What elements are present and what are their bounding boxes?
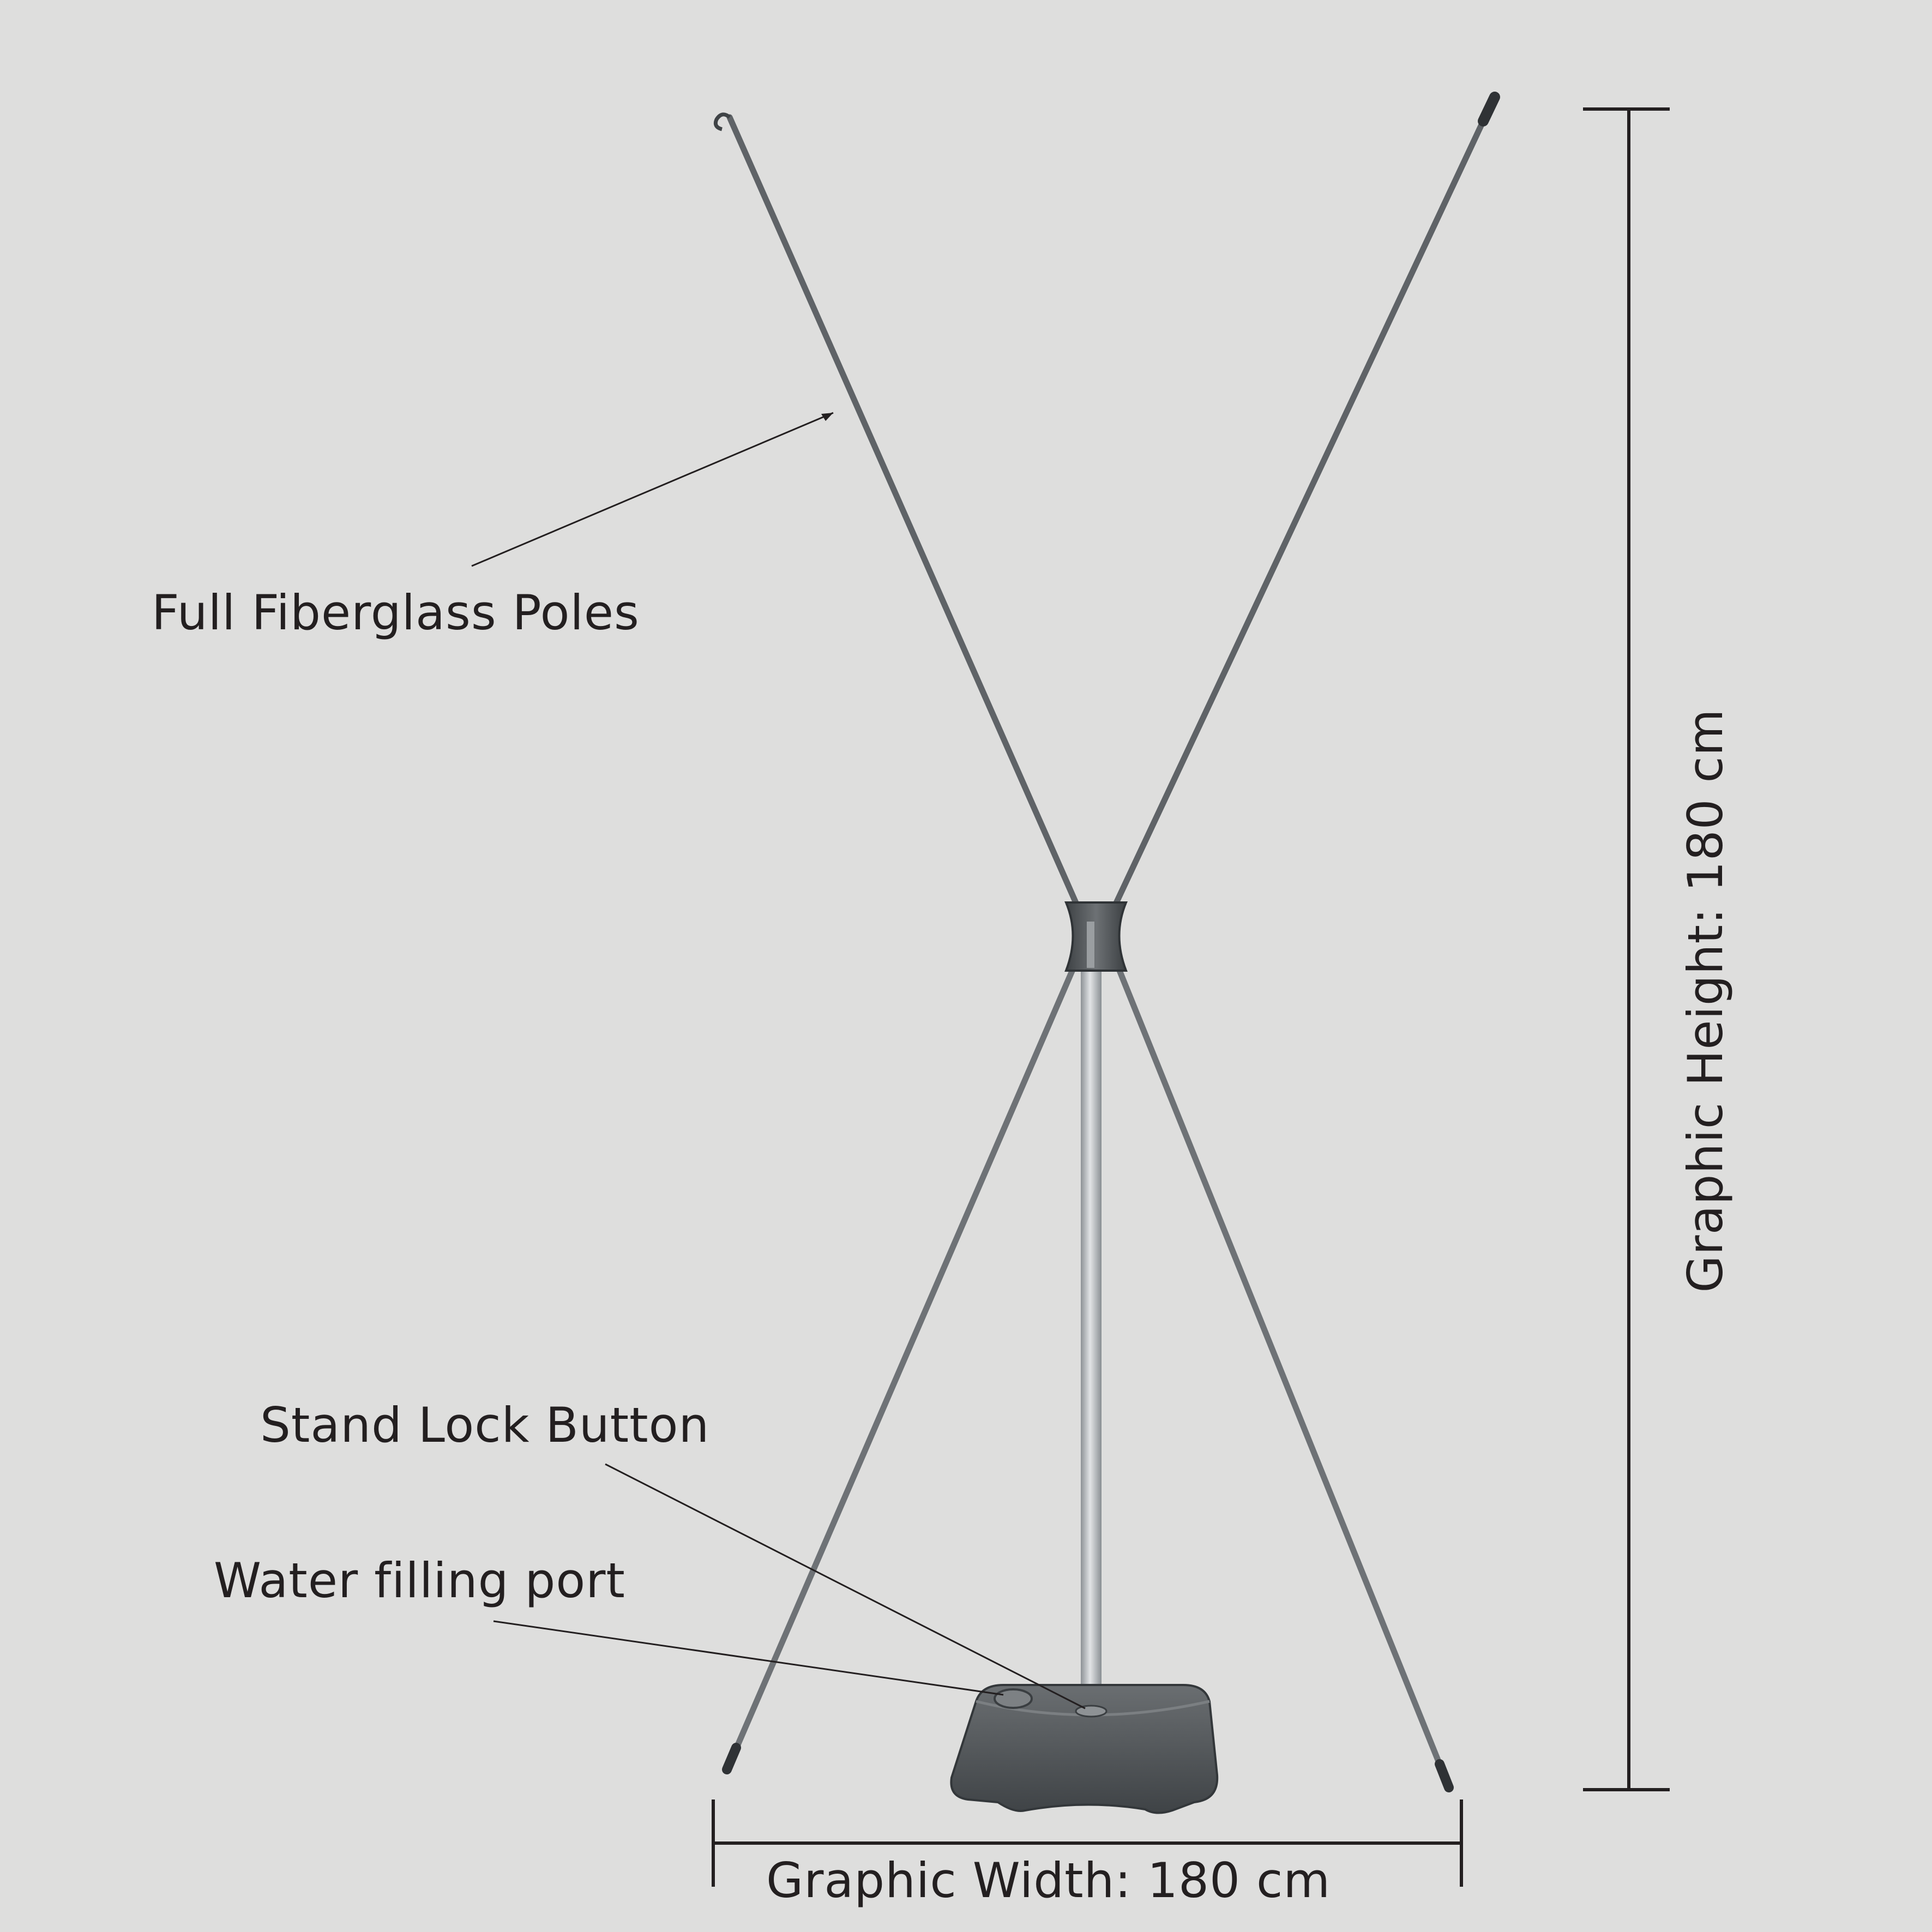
- center-connector-hub: [1064, 901, 1128, 972]
- lower-left-pole: [722, 956, 1080, 1774]
- lower-right-pole: [1112, 956, 1454, 1792]
- fiberglass-poles-label: Full Fiberglass Poles: [152, 585, 640, 641]
- water-filling-port-label: Water filling port: [214, 1552, 625, 1609]
- graphic-height-label: Graphic Height: 180 cm: [1677, 708, 1734, 1293]
- poles-arrowhead-icon: [821, 413, 833, 421]
- poles-leader-line: [471, 412, 834, 567]
- lock-button-leader-line: [605, 1463, 1086, 1710]
- height-dimension: [1583, 107, 1670, 1791]
- stand-lock-button-label: Stand Lock Button: [260, 1397, 710, 1453]
- water-base: [950, 1684, 1219, 1814]
- center-pole: [1081, 971, 1102, 1718]
- pole-hook-icon: [713, 112, 731, 131]
- pole-foot-cap-icon: [722, 1743, 741, 1774]
- graphic-width-label: Graphic Width: 180 cm: [766, 1852, 1331, 1909]
- upper-right-pole: [1112, 92, 1500, 908]
- upper-left-pole: [713, 112, 1080, 908]
- water-filling-port-cap: [994, 1688, 1033, 1709]
- pole-tip-cap-icon: [1478, 92, 1500, 127]
- width-dimension: [712, 1799, 1463, 1887]
- water-port-leader-line: [493, 1620, 1004, 1696]
- callout-leader-lines: [471, 412, 1086, 1710]
- pole-foot-cap-icon: [1435, 1759, 1454, 1792]
- stand-lock-button: [1075, 1705, 1108, 1718]
